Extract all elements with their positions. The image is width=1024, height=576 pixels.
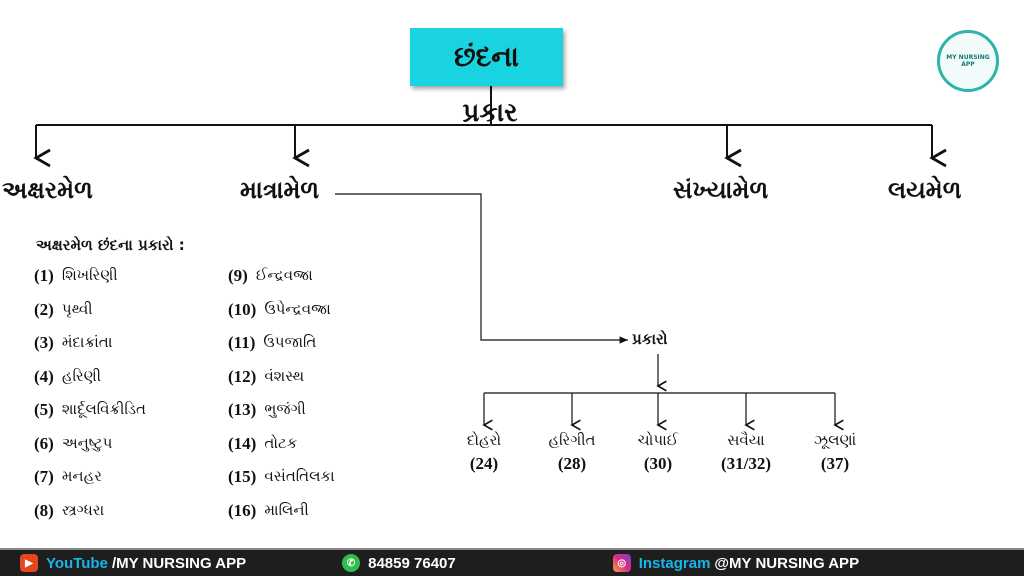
item-number: (9) [228,266,248,285]
aksharmel-item: (15) વસંતતિલકા [228,467,335,487]
item-name: વસંતતિલકા [264,467,335,485]
item-name: મંદાક્રાંતા [61,333,113,351]
matramel-type: સવૈયા (31/32) [706,428,786,476]
item-name: શિખરિણી [61,266,118,284]
item-name: હરિણી [61,366,102,385]
item-name: મનહર [61,467,103,485]
item-name: ઉપજાતિ [263,333,317,351]
aksharmel-item: (12) વંશસ્થ [228,367,304,387]
item-name: માલિની [264,500,309,519]
item-number: (11) [228,333,256,352]
item-number: (15) [228,467,257,486]
category-sankhyamel: સંખ્યામેળ [673,176,769,204]
phone-number[interactable]: 84859 76407 [368,554,456,572]
aksharmel-item: (4) હરિણી [34,367,101,387]
matramel-types-heading: પ્રકારો [632,330,668,348]
aksharmel-item: (11) ઉપજાતિ [228,333,316,353]
type-matra-count: (31/32) [720,454,772,473]
item-name: અનુષ્ટુપ [61,433,113,452]
item-number: (5) [34,400,54,419]
item-number: (3) [34,333,54,352]
matramel-type: ચોપાઈ (30) [618,428,698,476]
item-name: સ્ત્રગ્ધરા [61,500,105,519]
type-matra-count: (24) [469,454,499,473]
category-layamel: લયમેળ [888,176,962,204]
aksharmel-item: (3) મંદાક્રાંતા [34,333,112,353]
category-matramel: માત્રામેળ [240,176,320,204]
item-number: (1) [34,266,54,285]
item-name: ઉપેન્દ્રવજ્રા [264,299,331,318]
item-number: (6) [34,433,54,453]
type-matra-count: (37) [820,454,850,473]
aksharmel-item: (10) ઉપેન્દ્રવજ્રા [228,300,331,320]
youtube-icon: ▶ [20,554,38,572]
aksharmel-item: (13) ભુજંગી [228,400,306,420]
aksharmel-item: (16) માલિની [228,501,309,521]
aksharmel-list-heading: અક્ષરમેળ છંદના પ્રકારો : [36,236,185,254]
aksharmel-item: (1) શિખરિણી [34,266,118,286]
item-number: (2) [34,299,54,319]
item-number: (8) [34,500,54,520]
aksharmel-item: (14) તોટક [228,434,297,454]
item-number: (10) [228,299,257,319]
aksharmel-item: (9) ઈન્દ્રવજ્રા [228,266,313,286]
item-number: (13) [228,400,257,419]
title-box: છંદના [410,28,563,86]
type-matra-count: (30) [643,454,673,473]
type-name: ઝૂલણાં [813,431,857,449]
aksharmel-item: (8) સ્ત્રગ્ધરા [34,501,104,521]
instagram-label[interactable]: Instagram [638,554,711,572]
item-name: ઈન્દ્રવજ્રા [255,266,313,284]
type-matra-count: (28) [557,454,587,473]
type-name: દોહરો [466,431,502,449]
item-name: તોટક [264,433,298,452]
instagram-icon: ◎ [612,554,631,572]
aksharmel-item: (7) મનહર [34,467,102,487]
type-name: હરિગીત [548,431,596,449]
matramel-type: હરિગીત (28) [532,428,612,476]
item-number: (16) [228,500,257,520]
aksharmel-item: (2) પૃથ્વી [34,300,93,320]
subtitle: પ્રકાર [462,98,518,128]
item-name: પૃથ્વી [61,299,93,318]
aksharmel-item: (6) અનુષ્ટુપ [34,434,112,454]
item-number: (4) [34,366,54,386]
item-name: વંશસ્થ [264,366,305,385]
footer-bar: ▶ YouTube /MY NURSING APP ✆ 84859 76407 … [0,548,1024,576]
matramel-type: દોહરો (24) [444,428,524,476]
type-name: ચોપાઈ [637,431,679,449]
instagram-handle[interactable]: @MY NURSING APP [714,554,860,572]
item-number: (14) [228,433,257,453]
aksharmel-item: (5) શાર્દૂલવિક્રીડિત [34,400,146,420]
item-number: (12) [228,366,257,386]
logo-text: MY NURSING APP [946,54,990,68]
phone-icon: ✆ [342,554,361,572]
app-logo: MY NURSING APP [937,30,999,92]
item-number: (7) [34,467,54,486]
matramel-type: ઝૂલણાં (37) [795,428,875,476]
youtube-handle[interactable]: /MY NURSING APP [111,554,247,572]
item-name: ભુજંગી [264,400,306,418]
youtube-label[interactable]: YouTube [46,554,108,572]
type-name: સવૈયા [727,431,765,449]
item-name: શાર્દૂલવિક્રીડિત [61,400,146,418]
category-aksharmel: અક્ષરમેળ [2,176,93,204]
